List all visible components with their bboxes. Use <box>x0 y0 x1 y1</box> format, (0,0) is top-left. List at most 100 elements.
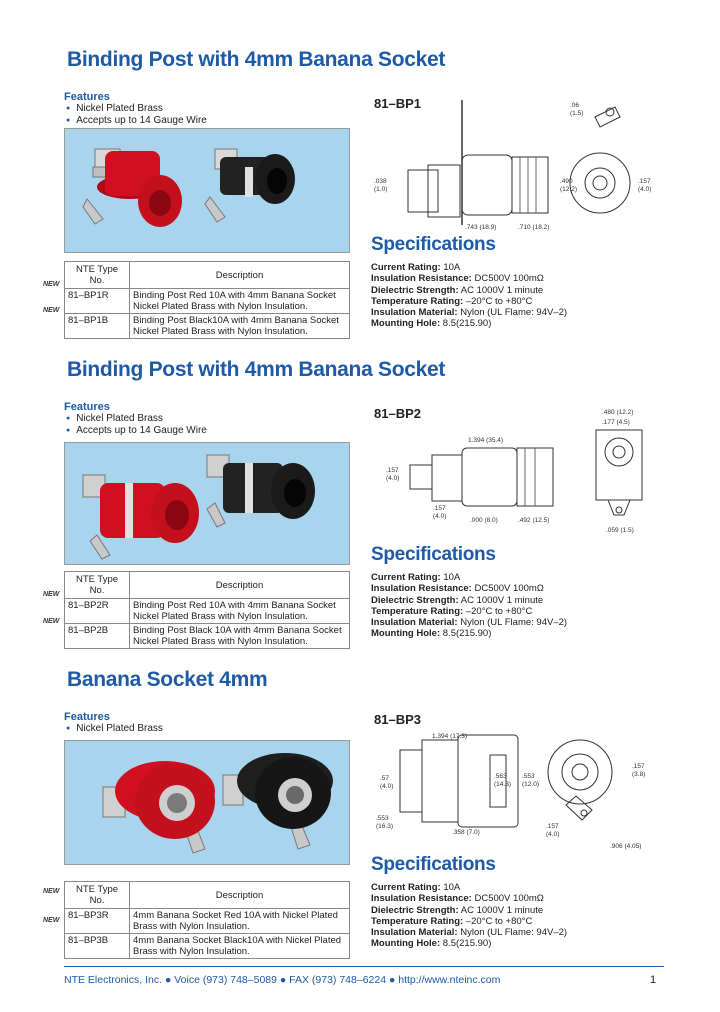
spec-row: Temperature Rating: –20°C to +80°C <box>371 295 533 307</box>
dim-label: (4.0) <box>380 783 393 790</box>
dimension-drawing: 1.394 (17.3) .57 (4.0) .563 (14.3) .553 … <box>376 733 645 850</box>
type-number: 81–BP1B <box>64 313 130 339</box>
spec-row: Insulation Resistance: DC500V 100mΩ <box>371 893 544 905</box>
dim-label: .480 (12.2) <box>602 409 633 416</box>
spec-row: Insulation Material: Nylon (UL Flame: 94… <box>371 307 568 319</box>
footer-rule <box>64 966 664 967</box>
table-header: Description <box>129 571 350 599</box>
section-title: Binding Post with 4mm Banana Socket <box>67 358 446 381</box>
type-number: 81–BP1R <box>64 288 130 314</box>
type-table: NTE Type No. Description 81–BP3R 4mm Ban… <box>64 881 350 959</box>
features-list: Nickel Plated Brass Accepts up to 14 Gau… <box>66 103 207 127</box>
spec-row: Insulation Material: Nylon (UL Flame: 94… <box>371 617 568 629</box>
spec-row: Current Rating: 10A <box>371 882 461 893</box>
dim-label: .157 <box>546 823 559 830</box>
features-heading: Features <box>64 91 110 103</box>
dim-label: .358 (7.0) <box>452 829 480 836</box>
dim-label: .492 (12.5) <box>518 517 549 524</box>
bullet-icon: ● <box>388 974 396 986</box>
feature-item: Nickel Plated Brass <box>66 723 163 735</box>
dim-label: .553 <box>376 815 389 822</box>
dim-label: .000 (8.0) <box>470 517 498 524</box>
spec-row: Temperature Rating: –20°C to +80°C <box>371 605 533 617</box>
product-photo <box>64 128 350 253</box>
feature-item: Nickel Plated Brass <box>66 413 207 425</box>
product-photo <box>64 442 350 565</box>
footer-url-link[interactable]: http://www.nteinc.com <box>398 974 501 986</box>
dim-label: 1.394 (17.3) <box>432 733 467 740</box>
spec-row: Current Rating: 10A <box>371 572 461 583</box>
dim-label: .059 (1.5) <box>606 527 634 534</box>
new-badge: NEW <box>43 281 60 288</box>
section-title: Banana Socket 4mm <box>67 668 268 691</box>
dim-label: (14.3) <box>494 781 511 788</box>
spec-row: Dielectric Strength: AC 1000V 1 minute <box>371 284 544 296</box>
dim-label: .06 <box>570 102 579 109</box>
type-table: NTE Type No. Description 81–BP2R Binding… <box>64 571 350 649</box>
table-header: Description <box>129 261 350 289</box>
type-number: 81–BP2B <box>64 623 130 649</box>
type-table: NTE Type No. Description 81–BP1R Binding… <box>64 261 350 339</box>
spec-list: Current Rating: 10A Insulation Resistanc… <box>371 572 567 640</box>
dim-label: (4.0) <box>386 475 399 482</box>
dim-label: (4.0) <box>638 186 651 193</box>
type-description: 4mm Banana Socket Black10A with Nickel P… <box>129 933 350 959</box>
dim-label: (4.0) <box>546 831 559 838</box>
dim-label: (1.5) <box>570 110 583 117</box>
bullet-icon: ● <box>164 974 172 986</box>
new-badge: NEW <box>43 591 60 598</box>
new-badge: NEW <box>43 307 60 314</box>
table-header: NTE Type No. <box>64 261 130 289</box>
type-description: Binding Post Red 10A with 4mm Banana Soc… <box>129 598 350 624</box>
table-row: 81–BP1B Binding Post Black10A with 4mm B… <box>64 313 350 339</box>
section-title: Binding Post with 4mm Banana Socket <box>67 48 446 71</box>
feature-item: Nickel Plated Brass <box>66 103 207 115</box>
dim-label: 1.394 (35.4) <box>468 437 503 444</box>
footer-fax: FAX (973) 748–6224 <box>289 974 387 986</box>
features-heading: Features <box>64 711 110 723</box>
features-list: Nickel Plated Brass <box>66 723 163 735</box>
spec-row: Insulation Material: Nylon (UL Flame: 94… <box>371 927 568 939</box>
table-row: 81–BP2R Binding Post Red 10A with 4mm Ba… <box>64 598 350 624</box>
dim-label: .157 <box>632 763 645 770</box>
type-number: 81–BP3B <box>64 933 130 959</box>
spec-row: Mounting Hole: 8.5(215.90) <box>371 628 492 640</box>
part-label: 81–BP1 <box>374 96 421 111</box>
dim-label: .157 <box>386 467 399 474</box>
type-description: Binding Post Black 10A with 4mm Banana S… <box>129 623 350 649</box>
table-row: 81–BP3B 4mm Banana Socket Black10A with … <box>64 933 350 959</box>
part-label: 81–BP2 <box>374 406 421 421</box>
features-heading: Features <box>64 401 110 413</box>
dimension-drawing: .480 (12.2) .177 (4.5) 1.394 (35.4) .157… <box>386 409 643 534</box>
spec-row: Current Rating: 10A <box>371 262 461 273</box>
part-label: 81–BP3 <box>374 712 421 727</box>
spec-row: Temperature Rating: –20°C to +80°C <box>371 915 533 927</box>
new-badge: NEW <box>43 618 60 625</box>
bullet-icon: ● <box>279 974 287 986</box>
new-badge: NEW <box>43 888 60 895</box>
binding-post-photo <box>82 148 295 227</box>
table-header: Description <box>129 881 350 909</box>
footer-company: NTE Electronics, Inc. <box>64 974 163 986</box>
dim-label: (4.0) <box>433 513 446 520</box>
spec-row: Insulation Resistance: DC500V 100mΩ <box>371 583 544 595</box>
dim-label: .743 (18.9) <box>465 224 496 231</box>
table-row: 81–BP2B Binding Post Black 10A with 4mm … <box>64 623 350 649</box>
dim-label: .038 <box>374 178 387 185</box>
dim-label: .57 <box>380 775 389 782</box>
new-badge: NEW <box>43 917 60 924</box>
specifications-heading: Specifications <box>371 234 496 255</box>
dim-label: (3.8) <box>632 771 645 778</box>
table-row: 81–BP1R Binding Post Red 10A with 4mm Ba… <box>64 288 350 314</box>
dim-label: .563 <box>494 773 507 780</box>
specifications-heading: Specifications <box>371 544 496 565</box>
product-photo <box>64 740 350 865</box>
features-list: Nickel Plated Brass Accepts up to 14 Gau… <box>66 413 207 437</box>
dim-label: .906 (4.05) <box>610 843 641 850</box>
spec-list: Current Rating: 10A Insulation Resistanc… <box>371 262 567 330</box>
dim-label: (16.3) <box>376 823 393 830</box>
banana-socket-photo <box>102 753 333 854</box>
feature-item: Accepts up to 14 Gauge Wire <box>66 425 207 437</box>
dim-label: .177 (4.5) <box>602 419 630 426</box>
dimension-drawing: .06 (1.5) .038 (1.0) .490 (12.2) .157 (4… <box>374 100 651 231</box>
